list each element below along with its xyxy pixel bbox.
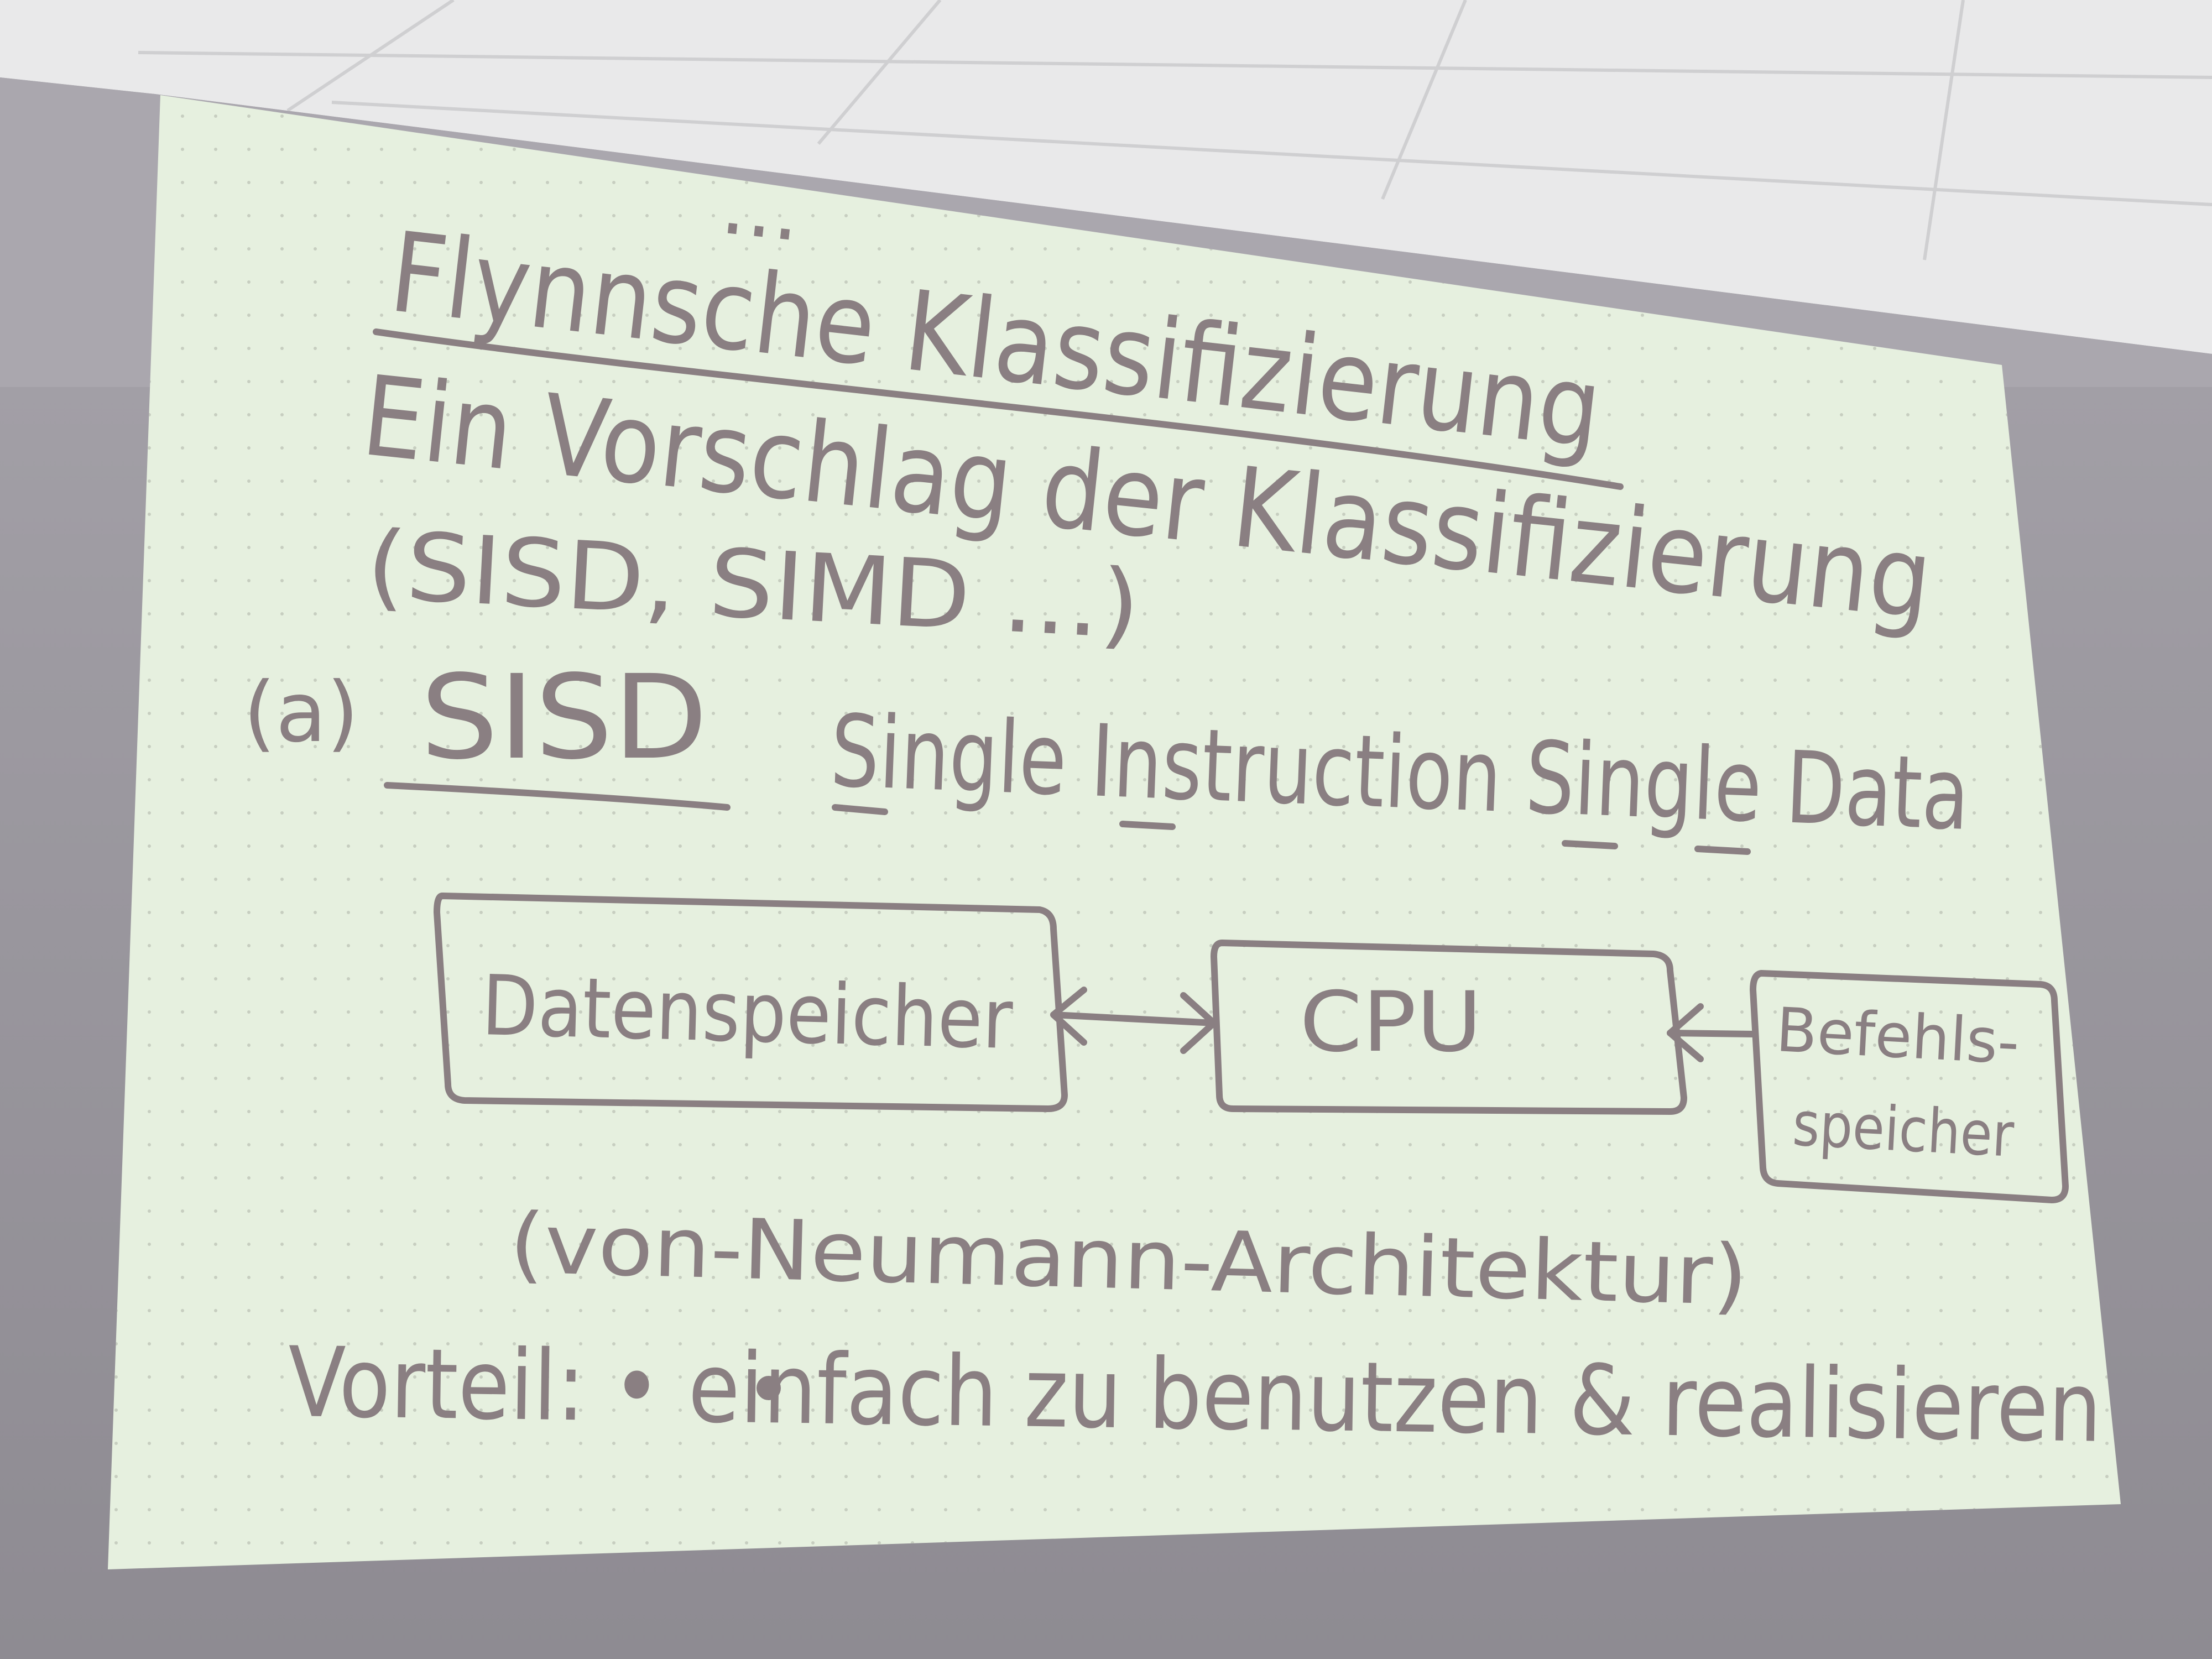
data-memory-box — [434, 893, 1068, 1112]
i-underline — [1119, 821, 1176, 830]
title-underline — [373, 328, 1624, 490]
sisd-underline — [384, 782, 731, 811]
partial-top-line: ... — [717, 156, 805, 260]
instruction-memory-label-1: Befehls- — [1775, 994, 2021, 1078]
s2-underline — [1562, 840, 1618, 849]
instruction-memory-label-2: speicher — [1791, 1088, 2016, 1171]
instruction-arrow — [1667, 1030, 1756, 1037]
d-underline — [1694, 846, 1751, 855]
item-label: (a) — [243, 665, 359, 761]
item-term: SISD — [420, 650, 708, 785]
data-memory-label: Datenspeicher — [481, 958, 1014, 1068]
cpu-box — [1211, 940, 1687, 1115]
double-arrow — [1050, 1011, 1217, 1026]
cpu-label: CPU — [1300, 974, 1482, 1071]
bullet-point — [757, 1376, 781, 1400]
advantage-line: Vorteil: • einfach zu benutzen & realisi… — [287, 1327, 2103, 1464]
instruction-memory-box — [1750, 970, 2069, 1203]
s-underline — [832, 804, 888, 815]
